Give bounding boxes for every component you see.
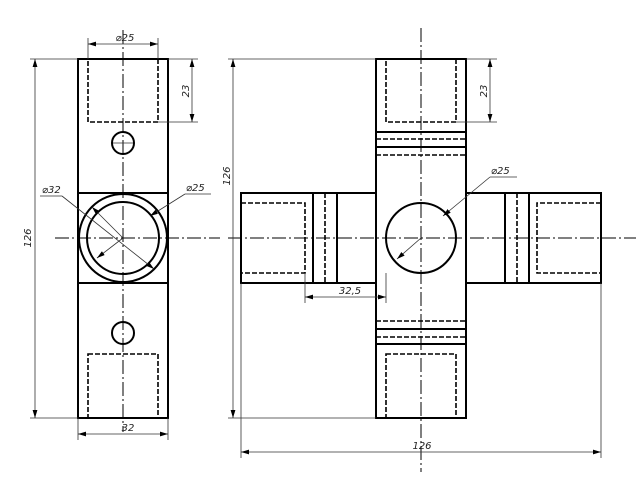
dim-width: 32 xyxy=(122,423,135,434)
dim-height: 126 xyxy=(23,228,34,247)
dim-width: 126 xyxy=(412,441,431,452)
dim-offset: 32,5 xyxy=(339,286,361,297)
top-bore-hidden xyxy=(87,58,159,123)
dim-outer-diameter: ⌀32 xyxy=(42,185,61,196)
side-view: ⌀25 23 126 32 ⌀32 ⌀25 xyxy=(23,30,220,440)
dim-top-diameter: ⌀25 xyxy=(116,33,135,44)
dim-cap-depth: 23 xyxy=(181,85,192,98)
dim-height: 126 xyxy=(222,166,233,185)
dim-hole-diameter: ⌀25 xyxy=(491,166,510,177)
dim-cap-depth: 23 xyxy=(479,85,490,98)
dim-inner-diameter: ⌀25 xyxy=(186,183,205,194)
front-view: 126 23 ⌀25 32,5 126 xyxy=(222,28,636,472)
